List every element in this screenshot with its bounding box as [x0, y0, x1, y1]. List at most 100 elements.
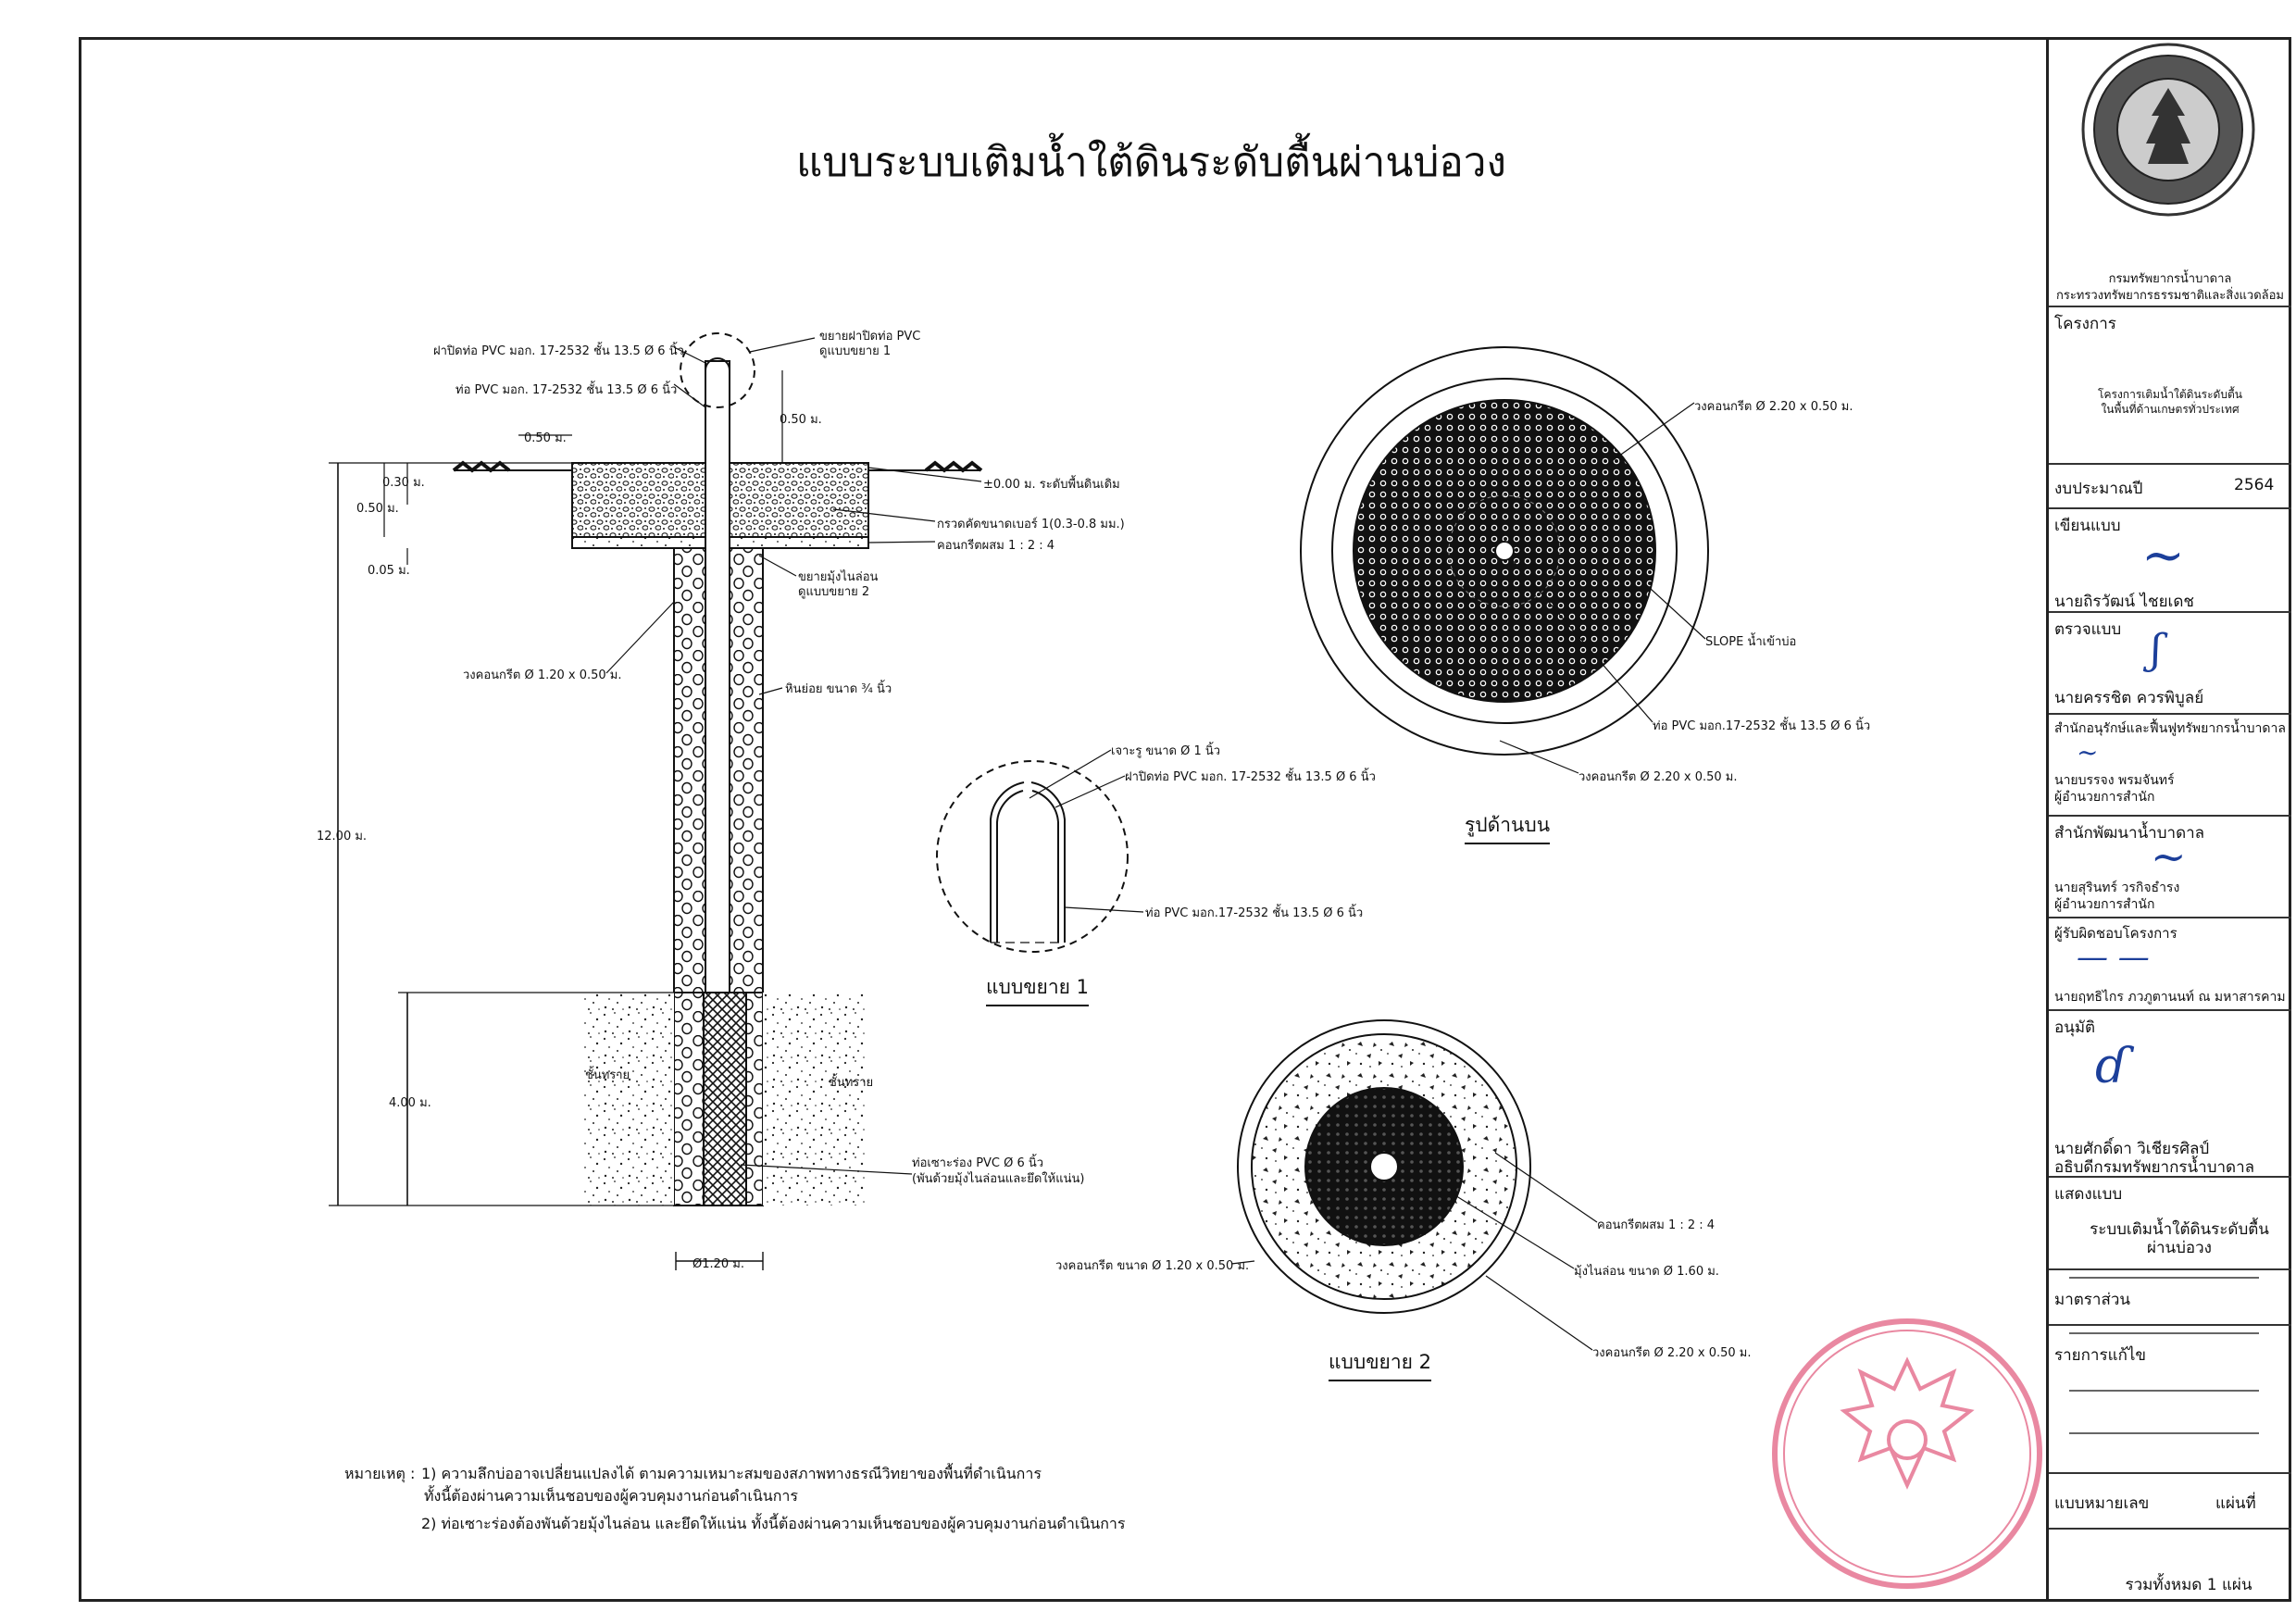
caption-detail2: แบบขยาย 2: [1329, 1347, 1431, 1381]
plan-view: [1300, 346, 1709, 774]
tb-office2-signature: ~: [2151, 831, 2187, 881]
label-nylon-net-b: ดูแบบขยาย 2: [798, 585, 870, 599]
notes-line1: 1) ความลึกบ่ออาจเปลี่ยนแปลงได้ ตามความเห…: [421, 1465, 1042, 1482]
tb-resp-cell: ผู้รับผิดชอบโครงการ — — นายฤทธิไกร ภวภูต…: [2049, 917, 2291, 1009]
label-plan-slope: SLOPE น้ำเข้าบ่อ: [1705, 635, 1797, 649]
detail1-view: [936, 749, 1144, 953]
caption-detail1: แบบขยาย 1: [986, 972, 1089, 1006]
label-dim-050-top: 0.50 ม.: [524, 431, 567, 445]
label-detail1-ref-b: ดูแบบขยาย 1: [819, 344, 892, 358]
detail2-view: [1230, 1019, 1598, 1351]
label-depth-4: 4.00 ม.: [389, 1096, 431, 1110]
tb-revision-cell: รายการแก้ไข: [2049, 1324, 2291, 1472]
tb-office1-signature: ~: [2077, 737, 2099, 768]
tb-approve-label: อนุมัติ: [2054, 1018, 2096, 1037]
tb-sheet-no-label: แบบหมายเลข: [2054, 1494, 2150, 1513]
drawing-title: แบบระบบเติมน้ำใต้ดินระดับตื้นผ่านบ่อวง: [796, 139, 1506, 186]
tb-show-cell: แสดงแบบ ระบบเติมน้ำใต้ดินระดับตื้น ผ่านบ…: [2049, 1176, 2291, 1268]
label-detail1-hole: เจาะรู ขนาด Ø 1 นิ้ว: [1111, 744, 1221, 758]
label-detail2-ring-120: วงคอนกรีต ขนาด Ø 1.20 x 0.50 ม.: [1055, 1259, 1250, 1273]
tb-office2-cell: สำนักพัฒนาน้ำบาดาล ~ นายสุรินทร์ วรกิจธำ…: [2049, 815, 2291, 917]
title-block-lines: [2069, 1277, 2259, 1434]
tb-office1: สำนักอนุรักษ์และฟื้นฟูทรัพยากรน้ำบาดาล: [2054, 721, 2286, 736]
label-detail2-net: มุ้งไนล่อน ขนาด Ø 1.60 ม.: [1574, 1265, 1719, 1279]
tb-drawn-cell: เขียนแบบ ~ นายถิรวัฒน์ ไชยเดช: [2049, 507, 2291, 611]
tb-office2-name: นายสุรินทร์ วรกิจธำรง: [2054, 881, 2180, 895]
label-slotted-a: ท่อเซาะร่อง PVC Ø 6 นิ้ว: [912, 1156, 1044, 1170]
tb-project-cell: โครงการ โครงการเติมน้ำใต้ดินระดับตื้น ใน…: [2049, 306, 2291, 463]
tb-budget-label: งบประมาณปี: [2054, 480, 2143, 498]
label-pvc-pipe: ท่อ PVC มอก. 17-2532 ชั้น 13.5 Ø 6 นิ้ว: [455, 383, 678, 397]
label-slotted-b: (พันด้วยมุ้งไนล่อนและยึดให้แน่น): [912, 1172, 1085, 1186]
label-dim-005: 0.05 ม.: [368, 564, 410, 578]
tb-project-1: โครงการเติมน้ำใต้ดินระดับตื้น: [2098, 388, 2242, 401]
title-block: กรมทรัพยากรน้ำบาดาล กระทรวงทรัพยากรธรรมช…: [2046, 37, 2291, 1602]
tb-budget-year: 2564: [2234, 476, 2275, 494]
label-ground-level: ±0.00 ม. ระดับพื้นดินเดิม: [983, 478, 1120, 492]
label-plan-pipe: ท่อ PVC มอก.17-2532 ชั้น 13.5 Ø 6 นิ้ว: [1653, 719, 1871, 733]
tb-total-cell: รวมทั้งหมด 1 แผ่น: [2049, 1528, 2291, 1599]
label-concrete-mix: คอนกรีตผสม 1 : 2 : 4: [937, 539, 1055, 553]
label-dim-030: 0.30 ม.: [382, 476, 425, 490]
tb-org1: กรมทรัพยากรน้ำบาดาล: [2108, 272, 2232, 286]
label-dim-050-side: 0.50 ม.: [356, 502, 399, 516]
tb-office1-cell: สำนักอนุรักษ์และฟื้นฟูทรัพยากรน้ำบาดาล ~…: [2049, 713, 2291, 815]
label-dim-050-left: 0.50 ม.: [780, 413, 822, 427]
label-ring-120: วงคอนกรีต Ø 1.20 x 0.50 ม.: [463, 668, 622, 682]
label-sand-left: ชั้นทราย: [585, 1068, 630, 1082]
label-detail1-cap: ฝาปิดท่อ PVC มอก. 17-2532 ชั้น 13.5 Ø 6 …: [1125, 770, 1376, 784]
tb-drawn-label: เขียนแบบ: [2054, 517, 2121, 535]
tb-scale-label: มาตราส่วน: [2054, 1291, 2131, 1309]
tb-scale-cell: มาตราส่วน: [2049, 1268, 2291, 1324]
label-detail1-pipe: ท่อ PVC มอก.17-2532 ชั้น 13.5 Ø 6 นิ้ว: [1145, 906, 1364, 920]
notes-prefix: หมายเหตุ :: [344, 1465, 416, 1482]
tb-sheet-cell: แบบหมายเลข แผ่นที่: [2049, 1472, 2291, 1528]
tb-revision-label: รายการแก้ไข: [2054, 1346, 2147, 1365]
tb-approve-signature: ɗ: [2095, 1039, 2128, 1094]
tb-show-label: แสดงแบบ: [2054, 1185, 2123, 1204]
department-logo: [2081, 43, 2255, 217]
tb-total: รวมทั้งหมด 1 แผ่น: [2125, 1576, 2252, 1594]
label-gravel: กรวดคัดขนาดเบอร์ 1(0.3-0.8 มม.): [937, 518, 1125, 531]
label-detail2-ring-220: วงคอนกรีต Ø 2.20 x 0.50 ม.: [1592, 1346, 1752, 1360]
tb-budget-cell: งบประมาณปี 2564: [2049, 463, 2291, 507]
label-depth-12: 12.00 ม.: [317, 830, 368, 843]
tb-check-name: นายครรชิต ควรพิบูลย์: [2054, 689, 2204, 707]
tb-office2: สำนักพัฒนาน้ำบาดาล: [2054, 824, 2205, 843]
label-detail2-concrete: คอนกรีตผสม 1 : 2 : 4: [1597, 1218, 1716, 1232]
tb-resp-name: นายฤทธิไกร ภวภูตานนท์ ณ มหาสารคาม: [2054, 990, 2286, 1005]
label-plan-ring-top: วงคอนกรีต Ø 2.20 x 0.50 ม.: [1694, 400, 1853, 414]
tb-drawn-name: นายถิรวัฒน์ ไชยเดช: [2054, 593, 2194, 611]
official-seal-stamp: [1772, 1318, 2042, 1589]
notes-line2: 2) ท่อเซาะร่องต้องพันด้วยมุ้งไนล่อน และย…: [421, 1515, 1126, 1532]
tb-office1-name: นายบรรจง พรมจันทร์: [2054, 773, 2175, 788]
tb-show-2: ผ่านบ่อวง: [2147, 1239, 2212, 1257]
label-detail1-ref-a: ขยายฝาปิดท่อ PVC: [819, 330, 921, 344]
drawing-frame: [79, 37, 2291, 1602]
tb-approve-cell: อนุมัติ ɗ นายศักดิ์ดา วิเชียรศิลป์ อธิบด…: [2049, 1009, 2291, 1177]
tb-approve-pos: อธิบดีกรมทรัพยากรน้ำบาดาล: [2054, 1158, 2255, 1177]
tb-sheet-label: แผ่นที่: [2215, 1494, 2256, 1513]
tb-check-signature: ʃ: [2151, 626, 2162, 673]
label-plan-ring-bottom: วงคอนกรีต Ø 2.20 x 0.50 ม.: [1578, 770, 1738, 784]
label-cap-pipe: ฝาปิดท่อ PVC มอก. 17-2532 ชั้น 13.5 Ø 6 …: [433, 344, 684, 358]
section-view: [329, 332, 983, 1270]
tb-project-label: โครงการ: [2054, 315, 2116, 333]
label-dia-120: Ø1.20 ม.: [693, 1257, 745, 1271]
tb-office2-pos: ผู้อำนวยการสำนัก: [2054, 897, 2155, 912]
tb-approve-name: นายศักดิ์ดา วิเชียรศิลป์: [2054, 1140, 2210, 1158]
label-sand-right: ชั้นทราย: [829, 1076, 874, 1090]
tb-office1-pos: ผู้อำนวยการสำนัก: [2054, 790, 2155, 805]
tb-show-1: ระบบเติมน้ำใต้ดินระดับตื้น: [2090, 1220, 2269, 1239]
tb-resp-signature: — —: [2077, 939, 2150, 976]
tb-drawn-signature: ~: [2141, 526, 2185, 586]
label-nylon-net-a: ขยายมุ้งไนล่อน: [798, 570, 879, 584]
tb-check-label: ตรวจแบบ: [2054, 620, 2122, 639]
label-crushed-rock: หินย่อย ขนาด ¾ นิ้ว: [785, 682, 892, 696]
notes-line1b: ทั้งนี้ต้องผ่านความเห็นชอบของผู้ควบคุมงา…: [424, 1487, 798, 1505]
tb-project-2: ในพื้นที่ด้านเกษตรทั่วประเทศ: [2101, 403, 2240, 416]
tb-check-cell: ตรวจแบบ ʃ นายครรชิต ควรพิบูลย์: [2049, 611, 2291, 713]
caption-plan: รูปด้านบน: [1465, 810, 1551, 844]
